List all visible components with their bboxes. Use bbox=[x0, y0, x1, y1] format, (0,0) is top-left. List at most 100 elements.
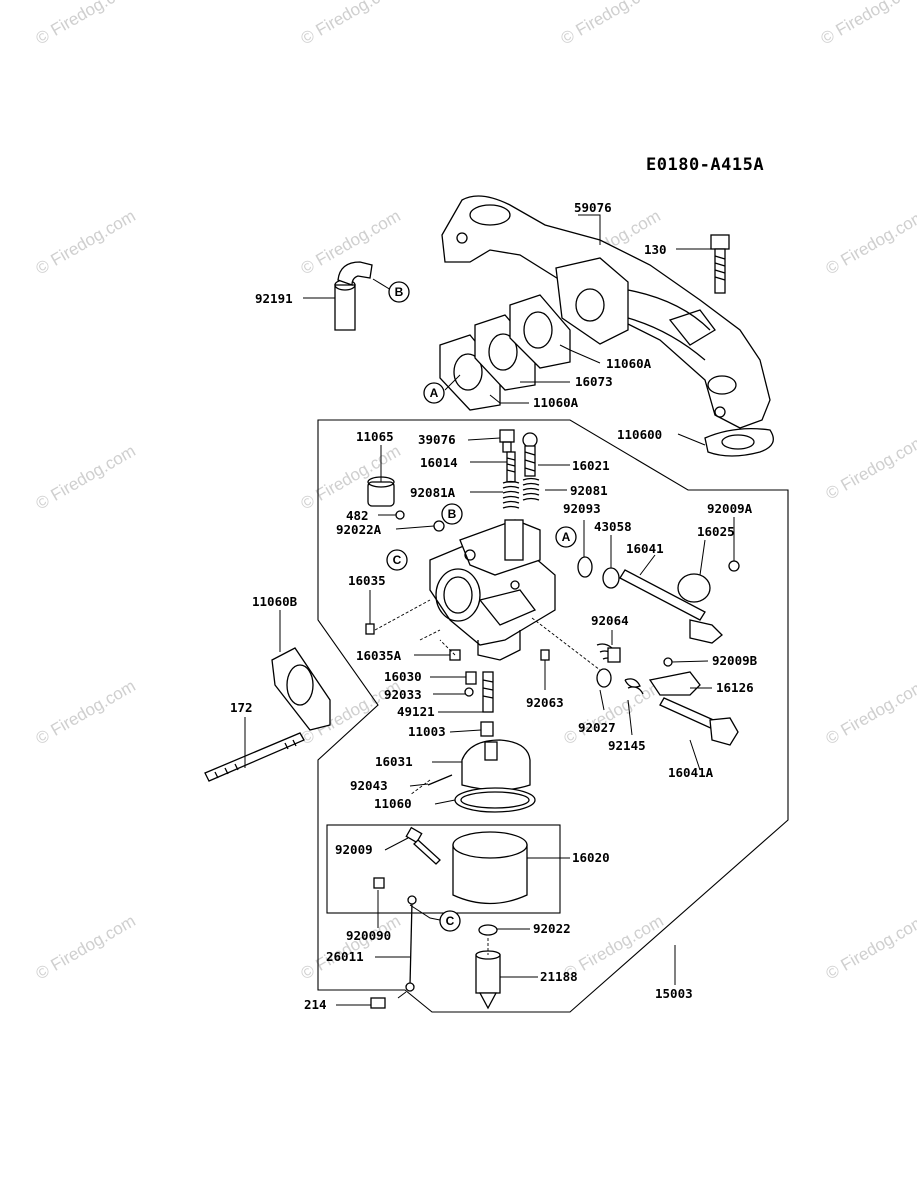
label-11065: 11065 bbox=[356, 429, 394, 444]
label-11060b: 11060B bbox=[252, 594, 298, 609]
watermark-text: © Firedog.com bbox=[558, 0, 664, 48]
watermark-text: © Firedog.com bbox=[298, 0, 404, 48]
svg-text:A: A bbox=[430, 386, 439, 400]
throttle-lever-16126 bbox=[648, 671, 701, 696]
bolt-130 bbox=[710, 234, 730, 294]
spring-92145 bbox=[624, 678, 644, 695]
diagram-code: E0180-A415A bbox=[646, 155, 764, 175]
watermark-text: © Firedog.com bbox=[818, 0, 917, 48]
label-172: 172 bbox=[230, 700, 253, 715]
part-11003 bbox=[480, 721, 494, 737]
label-92043: 92043 bbox=[350, 778, 388, 793]
callout-a-carb: A bbox=[555, 526, 577, 548]
label-16073: 16073 bbox=[575, 374, 613, 389]
watermark-text: © Firedog.com bbox=[823, 676, 917, 748]
leader-lines bbox=[244, 214, 735, 1006]
callout-c-bowl: C bbox=[439, 910, 461, 932]
label-59076: 59076 bbox=[574, 200, 612, 215]
part-43058 bbox=[602, 567, 620, 589]
svg-text:A: A bbox=[562, 530, 571, 544]
label-16014: 16014 bbox=[420, 455, 458, 470]
part-92027 bbox=[596, 668, 612, 688]
part-92009a bbox=[728, 560, 740, 572]
svg-text:B: B bbox=[448, 507, 457, 521]
part-16014 bbox=[506, 451, 516, 483]
stud-172 bbox=[204, 732, 305, 782]
watermark-text: © Firedog.com bbox=[298, 911, 404, 983]
screw-92009 bbox=[405, 826, 441, 865]
part-92009b bbox=[663, 657, 673, 667]
gasket-110600 bbox=[704, 428, 774, 457]
part-92022a bbox=[433, 520, 445, 532]
needle-49121 bbox=[482, 671, 494, 713]
label-92081a: 92081A bbox=[410, 485, 456, 500]
carburetor-body bbox=[429, 519, 556, 661]
label-16021: 16021 bbox=[572, 458, 610, 473]
solenoid-21188 bbox=[475, 950, 501, 1010]
watermark-text: © Firedog.com bbox=[33, 0, 139, 48]
label-92022a: 92022A bbox=[336, 522, 382, 537]
breather-pipe-92191 bbox=[334, 261, 373, 331]
label-92145: 92145 bbox=[608, 738, 646, 753]
callout-a-gasket: A bbox=[423, 382, 445, 404]
callout-c-carb: C bbox=[386, 549, 408, 571]
spring-92081 bbox=[522, 477, 540, 501]
label-16041a: 16041A bbox=[668, 765, 714, 780]
oring-92022 bbox=[478, 924, 498, 936]
float-bowl-16020 bbox=[452, 831, 528, 905]
label-92009: 92009 bbox=[335, 842, 373, 857]
label-482: 482 bbox=[346, 508, 369, 523]
label-214: 214 bbox=[304, 997, 327, 1012]
label-92064: 92064 bbox=[591, 613, 629, 628]
label-110600: 110600 bbox=[617, 427, 662, 442]
label-92009a: 92009A bbox=[707, 501, 753, 516]
label-16126: 16126 bbox=[716, 680, 754, 695]
watermark-text: © Firedog.com bbox=[823, 431, 917, 503]
pin-92043 bbox=[427, 774, 453, 786]
watermark-text: © Firedog.com bbox=[33, 676, 139, 748]
gasket-11060b bbox=[271, 647, 331, 731]
part-16035 bbox=[365, 623, 375, 635]
choke-shaft-16041 bbox=[619, 569, 723, 644]
label-11003: 11003 bbox=[408, 724, 446, 739]
label-92063: 92063 bbox=[526, 695, 564, 710]
spring-92081a bbox=[502, 480, 520, 509]
label-11060: 11060 bbox=[374, 796, 412, 811]
part-92093 bbox=[577, 556, 593, 578]
callout-b-top: B bbox=[388, 281, 410, 303]
label-92027: 92027 bbox=[578, 720, 616, 735]
label-92033: 92033 bbox=[384, 687, 422, 702]
watermark-text: © Firedog.com bbox=[823, 911, 917, 983]
choke-plate-16025 bbox=[677, 573, 711, 603]
svg-text:B: B bbox=[395, 285, 404, 299]
label-92022: 92022 bbox=[533, 921, 571, 936]
label-26011: 26011 bbox=[326, 949, 364, 964]
label-16025: 16025 bbox=[697, 524, 735, 539]
label-92009b: 92009B bbox=[712, 653, 758, 668]
label-16041: 16041 bbox=[626, 541, 664, 556]
link-26011 bbox=[405, 895, 417, 992]
part-920090 bbox=[373, 877, 385, 889]
label-49121: 49121 bbox=[397, 704, 435, 719]
label-16035: 16035 bbox=[348, 573, 386, 588]
label-92093: 92093 bbox=[563, 501, 601, 516]
label-92081: 92081 bbox=[570, 483, 608, 498]
label-16030: 16030 bbox=[384, 669, 422, 684]
label-43058: 43058 bbox=[594, 519, 632, 534]
watermark-text: © Firedog.com bbox=[823, 206, 917, 278]
watermark-text: © Firedog.com bbox=[33, 206, 139, 278]
label-92191: 92191 bbox=[255, 291, 293, 306]
label-21188: 21188 bbox=[540, 969, 578, 984]
part-92033 bbox=[464, 687, 474, 697]
part-39076 bbox=[499, 429, 515, 453]
throttle-shaft-16041a bbox=[659, 697, 739, 746]
part-482 bbox=[395, 510, 405, 520]
callout-b-carb: B bbox=[441, 503, 463, 525]
svg-text:C: C bbox=[446, 914, 455, 928]
label-11060a-rear: 11060A bbox=[606, 356, 652, 371]
label-15003: 15003 bbox=[655, 986, 693, 1001]
label-920090: 920090 bbox=[346, 928, 391, 943]
label-39076: 39076 bbox=[418, 432, 456, 447]
